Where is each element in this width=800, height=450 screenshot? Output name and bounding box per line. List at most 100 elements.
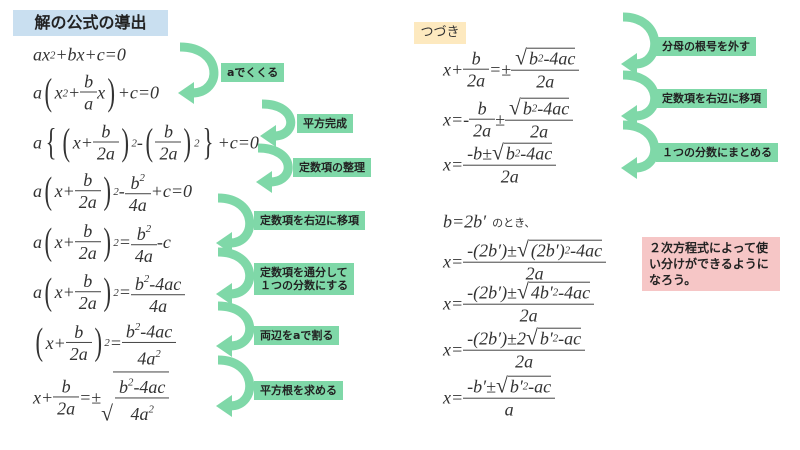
math-text: 2a — [78, 192, 97, 213]
open-bracket: ( — [35, 321, 44, 364]
step-label: 分母の根号を外す — [656, 37, 756, 56]
math-text: x+ — [54, 181, 75, 202]
math-text: x — [54, 82, 63, 103]
math-text: x= — [443, 293, 464, 314]
numerator: -(2b′)±√4b′2-4ac — [465, 281, 592, 304]
superscript: 2 — [113, 236, 119, 249]
numerator: -(2b′)±√(2b′)2-4ac — [465, 239, 604, 262]
superscript: 2 — [143, 273, 150, 286]
numerator: b2-4ac — [124, 317, 174, 342]
denominator: 2a — [505, 119, 574, 142]
curved-arrow — [261, 99, 296, 141]
math-text: 4a — [128, 194, 147, 215]
math-text: b — [134, 273, 144, 294]
open-bracket: { — [45, 121, 57, 164]
math-text: -(2b′)± — [467, 240, 517, 261]
square-root: √b′2-ac — [496, 375, 552, 398]
denominator: 2a — [74, 291, 101, 314]
math-text: +c=0 — [117, 82, 160, 103]
math-text: a — [84, 93, 94, 114]
denominator: 2a — [74, 190, 101, 213]
math-text: b — [529, 49, 539, 69]
open-bracket: ( — [145, 121, 153, 164]
math-text: 2a — [78, 293, 97, 314]
math-text: 4a — [137, 348, 156, 369]
denominator: 2a — [511, 69, 580, 92]
numerator: -b′±√b′2-ac — [465, 375, 553, 398]
denominator: 4a — [130, 293, 186, 317]
superscript: 2 — [552, 287, 559, 299]
math-text: 2a — [536, 71, 555, 92]
math-text: b — [83, 271, 93, 292]
math-text: b — [477, 98, 487, 119]
denominator: a — [80, 91, 98, 115]
superscript: 2 — [155, 347, 161, 360]
math-text: -(2b′)±2 — [467, 328, 526, 349]
curved-arrow — [217, 193, 255, 248]
denominator: 2a — [463, 349, 586, 372]
radical-sign: √ — [509, 95, 521, 120]
condition-formula: b=2b′ — [443, 211, 487, 232]
math-text: 2a — [159, 143, 178, 164]
math-text: +c=0 — [217, 132, 259, 153]
curved-arrow — [257, 143, 293, 187]
step-label: 定数項を通分して １つの分数にする — [254, 263, 355, 295]
radical-sign: √ — [525, 325, 538, 350]
math-text: -b± — [467, 143, 493, 164]
math-text: 2a — [525, 263, 544, 284]
math-text: 2a — [500, 166, 519, 187]
math-text: x= — [443, 251, 464, 272]
numerator: -(2b′)±2√b′2-ac — [465, 325, 583, 350]
numerator: b — [60, 377, 73, 397]
close-bracket: ) — [103, 221, 111, 264]
note-box: ２次方程式によって使い分けができるようになろう。 — [642, 237, 780, 291]
math-text: a — [33, 132, 42, 153]
numerator: b2 — [129, 168, 147, 193]
step-label: 両辺をaで割る — [254, 326, 340, 345]
denominator: 2a — [65, 341, 92, 365]
superscript: 2 — [113, 286, 119, 299]
math-text: b — [522, 99, 532, 119]
math-text: 2a — [69, 343, 88, 364]
math-text: a — [33, 82, 42, 103]
open-bracket: ( — [44, 221, 53, 264]
math-text: 2a — [473, 120, 492, 141]
math-text: a — [504, 399, 514, 420]
denominator: 2a — [155, 141, 182, 165]
math-text: b — [163, 121, 173, 142]
math-text: b — [505, 144, 515, 164]
page-title: 解の公式の導出 — [13, 10, 168, 36]
math-text: x+ — [45, 332, 66, 353]
numerator: b — [82, 72, 95, 92]
math-text: b — [101, 121, 111, 142]
numerator: b — [81, 170, 94, 190]
continued-label: つづき — [414, 22, 466, 44]
condition: b=2b′ のとき、 — [443, 212, 535, 233]
radicand: (2b′)2-4ac — [528, 239, 603, 262]
math-text: -4ac — [558, 283, 591, 303]
math-text: b — [471, 48, 481, 69]
math-text: -ac — [558, 329, 582, 349]
math-text: x+ — [54, 282, 75, 303]
superscript: 2 — [531, 103, 538, 115]
math-text: 2a — [519, 305, 538, 326]
radical-sign: √ — [515, 45, 528, 70]
math-text: x+ — [54, 232, 75, 253]
